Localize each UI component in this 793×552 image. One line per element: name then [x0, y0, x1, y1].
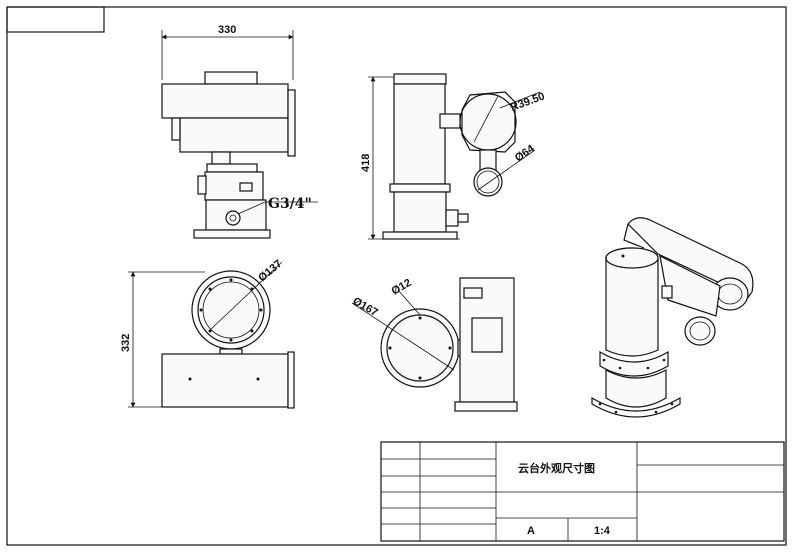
iso-small-lens: [684, 316, 716, 346]
head-circle: [459, 93, 517, 151]
front-view: 330 G3/4": [161, 24, 318, 239]
corner-tag-box: [6, 6, 105, 33]
title-block-frame: [380, 441, 785, 542]
cable-gland: [225, 210, 241, 226]
lens-circle: [473, 167, 503, 197]
isometric-view: [591, 217, 754, 418]
dim-330: 330: [218, 24, 236, 36]
plan-view: 332 Ø137: [120, 258, 295, 409]
base-body: [204, 171, 264, 201]
column-body: [393, 83, 446, 185]
end-view: Ø167 Ø12: [351, 277, 518, 412]
iso-column-top: [605, 247, 659, 269]
scale-value: 1:4: [594, 525, 611, 537]
housing-body: [161, 83, 289, 119]
plan-housing: [161, 353, 289, 408]
dim-thread: G3/4": [268, 196, 312, 212]
title-block: 云台外观尺寸图 A 1:4: [380, 441, 785, 542]
dim-418: 418: [360, 154, 372, 172]
dim-64: Ø64: [513, 142, 538, 164]
side-view: 418 R39.50 Ø64: [360, 73, 546, 240]
drawing-title: 云台外观尺寸图: [518, 461, 595, 475]
dim-137: Ø137: [256, 258, 284, 284]
dim-332: 332: [120, 334, 132, 352]
material-code: A: [527, 525, 535, 537]
dim-167: Ø167: [351, 295, 380, 319]
sheet-border: [6, 6, 787, 546]
